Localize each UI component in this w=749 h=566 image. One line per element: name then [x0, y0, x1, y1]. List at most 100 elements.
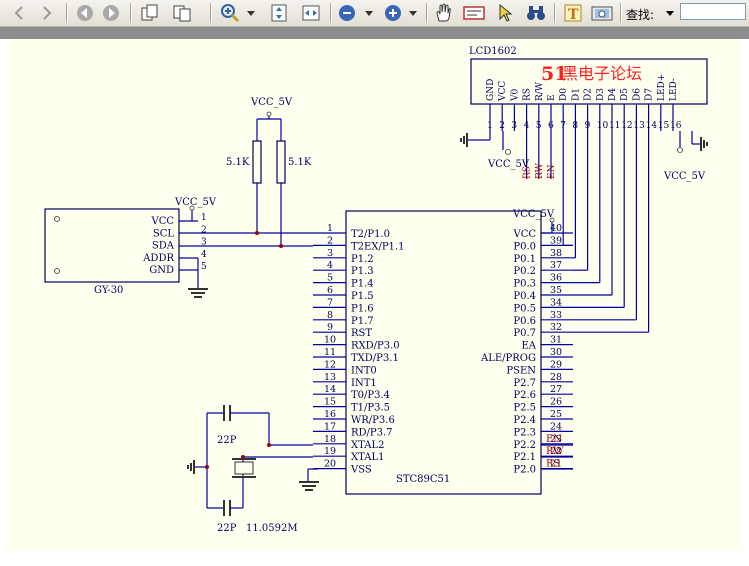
nav-forward-icon[interactable]	[100, 2, 122, 24]
sensor-name: GY-30	[94, 285, 123, 296]
search-input[interactable]	[680, 3, 746, 20]
lcd-brand-text: 黑电子论坛	[562, 64, 642, 83]
mcu-left-pin-number: 11	[324, 347, 336, 358]
fit-width-icon[interactable]	[300, 2, 322, 24]
lcd-pin-number: 7	[560, 121, 566, 131]
mcu-left-pin-label: P1.3	[351, 266, 374, 277]
crystal-frequency: 11.0592M	[246, 523, 298, 534]
paste-page-icon[interactable]	[170, 2, 194, 24]
mcu-right-pin-label: EA	[521, 341, 536, 352]
select-text-icon[interactable]	[462, 2, 486, 24]
mcu-right-pin-label: P0.3	[513, 279, 536, 290]
arrow-select-icon[interactable]	[494, 2, 516, 24]
mcu-left-pin-label: RST	[351, 328, 372, 339]
search-dropdown-icon[interactable]	[664, 2, 676, 24]
mcu-left-pin-label: INT0	[351, 365, 377, 376]
zoom-plus-dropdown-icon[interactable]	[406, 2, 420, 24]
lcd-pin-number: 15	[658, 121, 670, 131]
lcd-pin-label: D2	[584, 88, 594, 101]
lcd-pin-number: 4	[524, 121, 530, 131]
zoom-plus-icon[interactable]	[382, 2, 404, 24]
lcd-pin-lines	[489, 104, 674, 131]
zoom-dropdown-icon[interactable]	[244, 2, 258, 24]
mcu-left-pin-label: T0/P3.4	[351, 390, 390, 401]
snapshot-icon[interactable]	[590, 2, 614, 24]
capacitor-c1-value: 22P	[217, 435, 237, 446]
mcu-left-pin-number: 3	[327, 248, 333, 259]
lcd-pin-label: D4	[608, 88, 618, 101]
mcu-right-pin-number: 38	[550, 248, 562, 259]
lcd-pin-label: D0	[559, 88, 569, 101]
mcu-right-pin-number: 39	[550, 235, 562, 246]
mcu-right-pin-number: 28	[550, 372, 562, 383]
zoom-in-icon[interactable]	[218, 2, 242, 24]
mcu-right-pin-number: 40	[550, 223, 562, 234]
mcu-right-pin-number: 31	[550, 335, 562, 346]
resistor-r2-value: 5.1K	[288, 157, 312, 168]
pullup-vcc-label: VCC_5V	[250, 97, 293, 108]
lcd-pin-number: 9	[585, 121, 591, 131]
nav-back-icon[interactable]	[74, 2, 96, 24]
mcu-left-pin-label: WR/P3.6	[351, 415, 395, 426]
lcd-pin-label: GND	[486, 79, 496, 101]
zoom-out-icon[interactable]	[336, 2, 358, 24]
sensor-pin-number: 2	[201, 225, 207, 235]
mcu-right-pin-label: P0.5	[513, 303, 536, 314]
mcu-right-pin-label: P0.4	[513, 291, 536, 302]
mcu-left-pin-number: 2	[327, 235, 333, 246]
lcd-pin-number: 12	[621, 121, 632, 131]
mcu-left-pin-number: 13	[324, 372, 336, 383]
lcd-pin-label: D3	[596, 88, 606, 101]
mcu-left-pin-label: P1.7	[351, 316, 374, 327]
toolbar: T 查找:	[0, 0, 749, 27]
mcu-left-pin-number: 14	[324, 384, 336, 395]
mcu-left-pin-number: 4	[327, 260, 333, 271]
mcu-left-pin-label: P1.2	[351, 254, 374, 265]
find-binoculars-icon[interactable]	[524, 2, 548, 24]
capacitor-c2-value: 22P	[217, 523, 237, 534]
mcu-left-pin-label: RXD/P3.0	[351, 341, 400, 352]
mcu-right-pin-label: P2.7	[513, 378, 536, 389]
mcu-net-label: RS	[546, 459, 561, 470]
toolbar-bottom-band	[0, 27, 749, 39]
lcd-pin-number: 8	[572, 121, 578, 131]
mcu-right-pin-number: 33	[550, 310, 562, 321]
lcd-pin-label: LED+	[657, 74, 667, 101]
back-arrow-icon[interactable]	[8, 2, 30, 24]
sensor-pin-number: 4	[201, 250, 207, 260]
lcd-pin-number: 2	[499, 121, 505, 131]
last-page-icon[interactable]	[36, 2, 58, 24]
mcu-left-pin-label: RD/P3.7	[351, 427, 393, 438]
mcu-right-pin-label: P0.0	[513, 241, 536, 252]
mcu-right-pin-label: VCC	[512, 229, 536, 240]
sensor-vcc-label: VCC_5V	[174, 197, 217, 208]
mcu-right-pin-number: 37	[550, 260, 562, 271]
lcd-pin-label: E	[547, 94, 557, 101]
mcu-left-pin-number: 17	[324, 421, 336, 432]
lcd-pin-label: VCC	[498, 81, 508, 102]
mcu-right-pin-label: PSEN	[506, 365, 536, 376]
fit-page-icon[interactable]	[268, 2, 290, 24]
mcu-net-label: EN	[546, 434, 562, 445]
mcu-right-pin-label: P0.2	[513, 266, 536, 277]
mcu-right-pin-label: P2.3	[513, 427, 536, 438]
copy-page-icon[interactable]	[138, 2, 162, 24]
mcu-net-label: RW	[546, 446, 564, 457]
mcu-right-pin-number: 35	[550, 285, 562, 296]
lcd-pin-number: 1	[487, 121, 493, 131]
zoom-out-dropdown-icon[interactable]	[362, 2, 376, 24]
mcu-right-pin-label: P2.1	[513, 452, 536, 463]
mcu-right-pin-label: ALE/PROG	[480, 353, 536, 364]
search-label: 查找:	[626, 8, 655, 22]
svg-text:T: T	[568, 7, 579, 22]
mcu-left-pin-number: 15	[324, 397, 336, 408]
mcu-left-pin-number: 18	[324, 434, 336, 445]
mcu-left-pin-number: 1	[327, 223, 333, 234]
hand-tool-icon[interactable]	[432, 2, 456, 24]
mcu-left-pin-number: 9	[327, 322, 333, 333]
lcd-pin-number: 11	[609, 121, 620, 131]
mcu-right-pin-number: 27	[550, 384, 562, 395]
mcu-right-pin-label: P2.4	[513, 415, 536, 426]
mcu-left-pin-number: 7	[327, 297, 333, 308]
text-tool-icon[interactable]: T	[562, 2, 584, 24]
